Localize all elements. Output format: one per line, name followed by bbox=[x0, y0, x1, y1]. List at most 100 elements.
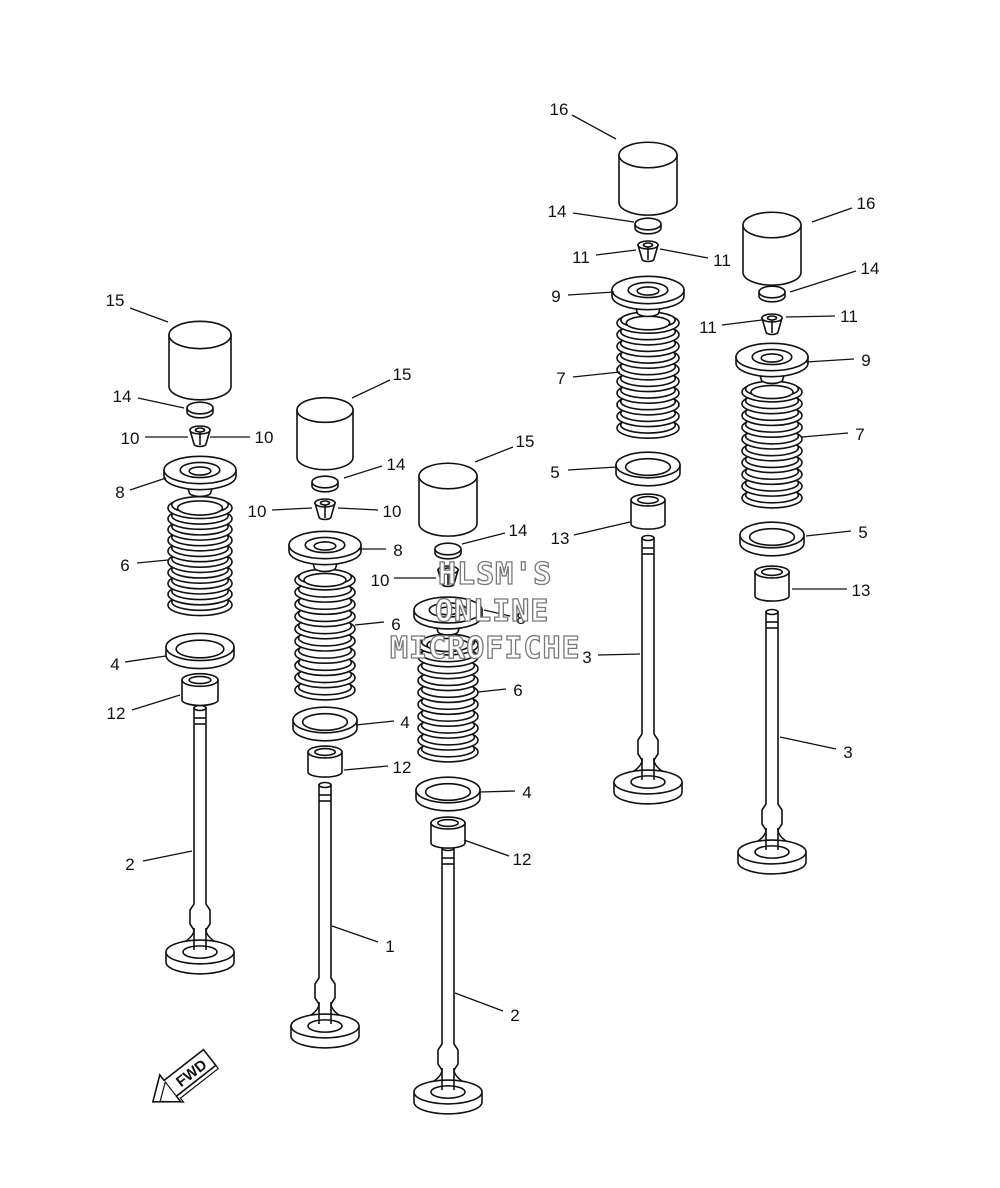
callout-leader-line bbox=[811, 207, 853, 223]
callout-leader-line bbox=[129, 477, 167, 491]
callout-number-11: 11 bbox=[699, 318, 717, 337]
valve-spring bbox=[741, 380, 803, 509]
callout-leader-line bbox=[571, 114, 617, 140]
callout-leader-line bbox=[129, 307, 169, 323]
callout-leader-line bbox=[805, 358, 855, 363]
callout-leader-line bbox=[721, 319, 763, 326]
callout-leader-line bbox=[479, 790, 516, 793]
callout-leader-line bbox=[572, 371, 621, 378]
callout-number-5: 5 bbox=[550, 463, 559, 482]
callout-leader-line bbox=[461, 532, 506, 545]
callout-leader-line bbox=[142, 850, 193, 862]
callout-number-14: 14 bbox=[548, 202, 567, 221]
callout-leader-line bbox=[474, 446, 514, 463]
valve bbox=[413, 844, 483, 1115]
callout-number-15: 15 bbox=[516, 432, 535, 451]
callout-number-10: 10 bbox=[255, 428, 274, 447]
watermark-line-1: HLSM'S bbox=[437, 557, 553, 592]
callout-number-8: 8 bbox=[516, 609, 525, 628]
callout-number-12: 12 bbox=[107, 704, 126, 723]
callout-leader-line bbox=[789, 270, 857, 293]
callout-number-16: 16 bbox=[857, 194, 876, 213]
callout-number-11: 11 bbox=[840, 307, 858, 326]
callout-number-13: 13 bbox=[551, 529, 570, 548]
valve-spring bbox=[417, 633, 479, 763]
callout-leader-line bbox=[454, 992, 504, 1012]
callout-leader-line bbox=[567, 291, 615, 296]
valve-lifter-bucket bbox=[742, 211, 802, 286]
valve-spring-retainer bbox=[413, 596, 483, 636]
watermark-line-2: ONLINE bbox=[434, 594, 550, 629]
valve-spring-retainer bbox=[288, 530, 362, 573]
valve-cotter bbox=[636, 240, 660, 263]
valve-spring-seat bbox=[615, 451, 681, 487]
callout-number-10: 10 bbox=[383, 502, 402, 521]
valve-lifter-bucket bbox=[168, 320, 232, 401]
watermark-line-3: MICROFICHE bbox=[389, 631, 581, 666]
callout-number-2: 2 bbox=[125, 855, 134, 874]
valve-spring-retainer bbox=[735, 342, 809, 385]
callout-number-2: 2 bbox=[510, 1006, 519, 1025]
valve-shim bbox=[634, 217, 662, 235]
valve-cotter bbox=[188, 425, 212, 448]
callout-number-7: 7 bbox=[556, 369, 565, 388]
callout-leader-line bbox=[779, 736, 837, 750]
valve-shim bbox=[311, 475, 339, 493]
callout-leader-line bbox=[355, 720, 395, 726]
fwd-arrow-icon: FWD bbox=[151, 1048, 220, 1103]
callout-leader-line bbox=[343, 765, 389, 771]
callout-number-12: 12 bbox=[393, 758, 412, 777]
valve-stem-seal bbox=[630, 493, 666, 530]
valve-lifter-bucket bbox=[618, 141, 678, 216]
callout-leader-line bbox=[137, 397, 185, 409]
callout-number-3: 3 bbox=[582, 648, 591, 667]
callout-leader-line bbox=[659, 248, 709, 259]
valve-shim bbox=[434, 542, 462, 560]
valve-spring bbox=[616, 311, 680, 440]
callout-number-14: 14 bbox=[861, 259, 880, 278]
valve-spring-retainer bbox=[163, 455, 237, 498]
callout-leader-line bbox=[595, 249, 637, 256]
callout-leader-line bbox=[354, 621, 385, 626]
callout-number-10: 10 bbox=[248, 502, 267, 521]
callout-number-9: 9 bbox=[551, 287, 560, 306]
callout-leader-line bbox=[124, 655, 167, 663]
callout-number-4: 4 bbox=[400, 713, 409, 732]
valve bbox=[613, 534, 683, 805]
callout-number-3: 3 bbox=[843, 743, 852, 762]
callout-number-16: 16 bbox=[550, 100, 569, 119]
valve-spring-seat bbox=[739, 521, 805, 557]
callout-leader-line bbox=[801, 432, 849, 438]
callout-leader-line bbox=[573, 521, 631, 536]
valve-spring-retainer bbox=[611, 275, 685, 318]
callout-number-14: 14 bbox=[387, 455, 406, 474]
valve bbox=[165, 704, 235, 975]
valve-stem-seal bbox=[181, 672, 219, 707]
valve bbox=[737, 608, 807, 875]
callout-number-4: 4 bbox=[110, 655, 119, 674]
callout-leader-line bbox=[785, 315, 836, 318]
callout-number-15: 15 bbox=[106, 291, 125, 310]
callout-number-4: 4 bbox=[522, 783, 531, 802]
callout-number-8: 8 bbox=[393, 541, 402, 560]
callout-number-10: 10 bbox=[121, 429, 140, 448]
callout-leader-line bbox=[343, 465, 383, 479]
callout-number-14: 14 bbox=[509, 521, 528, 540]
callout-number-15: 15 bbox=[393, 365, 412, 384]
valve-stem-seal bbox=[430, 816, 466, 849]
valve-lifter-bucket bbox=[418, 462, 478, 537]
callout-number-7: 7 bbox=[855, 425, 864, 444]
callout-number-6: 6 bbox=[513, 681, 522, 700]
callout-number-9: 9 bbox=[861, 351, 870, 370]
callout-leader-line bbox=[337, 507, 379, 511]
valve-lifter-bucket bbox=[296, 396, 354, 471]
callout-number-1: 1 bbox=[385, 937, 394, 956]
valve-cotter bbox=[313, 498, 337, 521]
callout-number-6: 6 bbox=[120, 556, 129, 575]
valve-shim bbox=[186, 401, 214, 419]
callout-number-11: 11 bbox=[713, 251, 731, 270]
callout-leader-line bbox=[331, 925, 379, 943]
callout-leader-line bbox=[131, 694, 181, 711]
callout-leader-line bbox=[351, 379, 391, 399]
